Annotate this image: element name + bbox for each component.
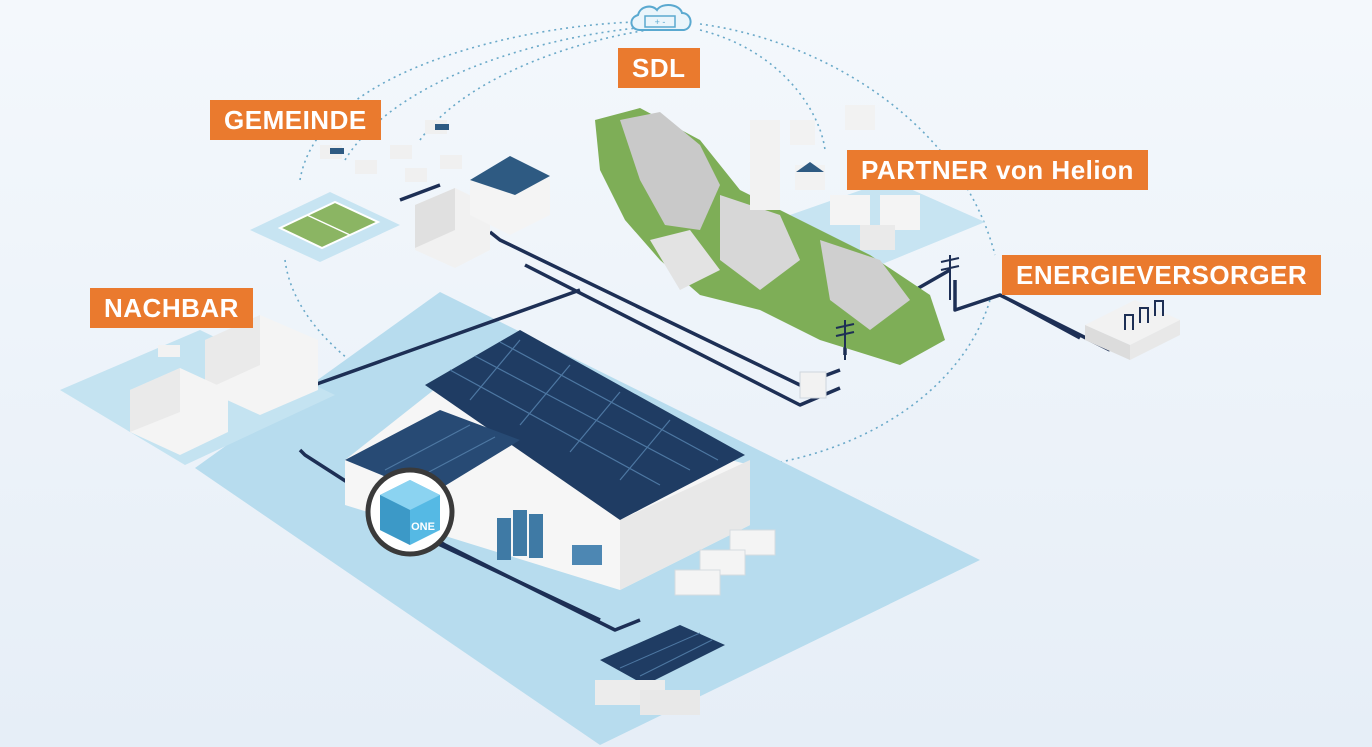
power-pole-icon [835, 255, 960, 360]
grid-junction-box [799, 371, 827, 399]
solar-carport [595, 625, 725, 715]
label-energieversorger: ENERGIEVERSORGER [1002, 255, 1322, 295]
substation [1085, 300, 1180, 360]
label-nachbar: NACHBAR [90, 288, 253, 328]
nachbar-buildings [130, 315, 318, 455]
factory-building [345, 330, 750, 590]
sports-field [277, 200, 381, 250]
battery-icon [497, 510, 602, 565]
one-hub-icon: ONE [365, 467, 455, 557]
mountain-range [595, 108, 945, 365]
label-sdl: SDL [618, 48, 700, 88]
label-partner: PARTNER von Helion [847, 150, 1148, 190]
partner-buildings [750, 105, 920, 250]
delivery-trucks [674, 529, 776, 596]
cloud-battery-icon: + - [630, 4, 692, 31]
gemeinde-houses [320, 120, 550, 268]
label-gemeinde: GEMEINDE [210, 100, 381, 140]
cloud-battery-symbols: + - [655, 17, 666, 27]
one-logo-text: ONE [411, 521, 435, 533]
house-blue-roof [470, 156, 550, 235]
